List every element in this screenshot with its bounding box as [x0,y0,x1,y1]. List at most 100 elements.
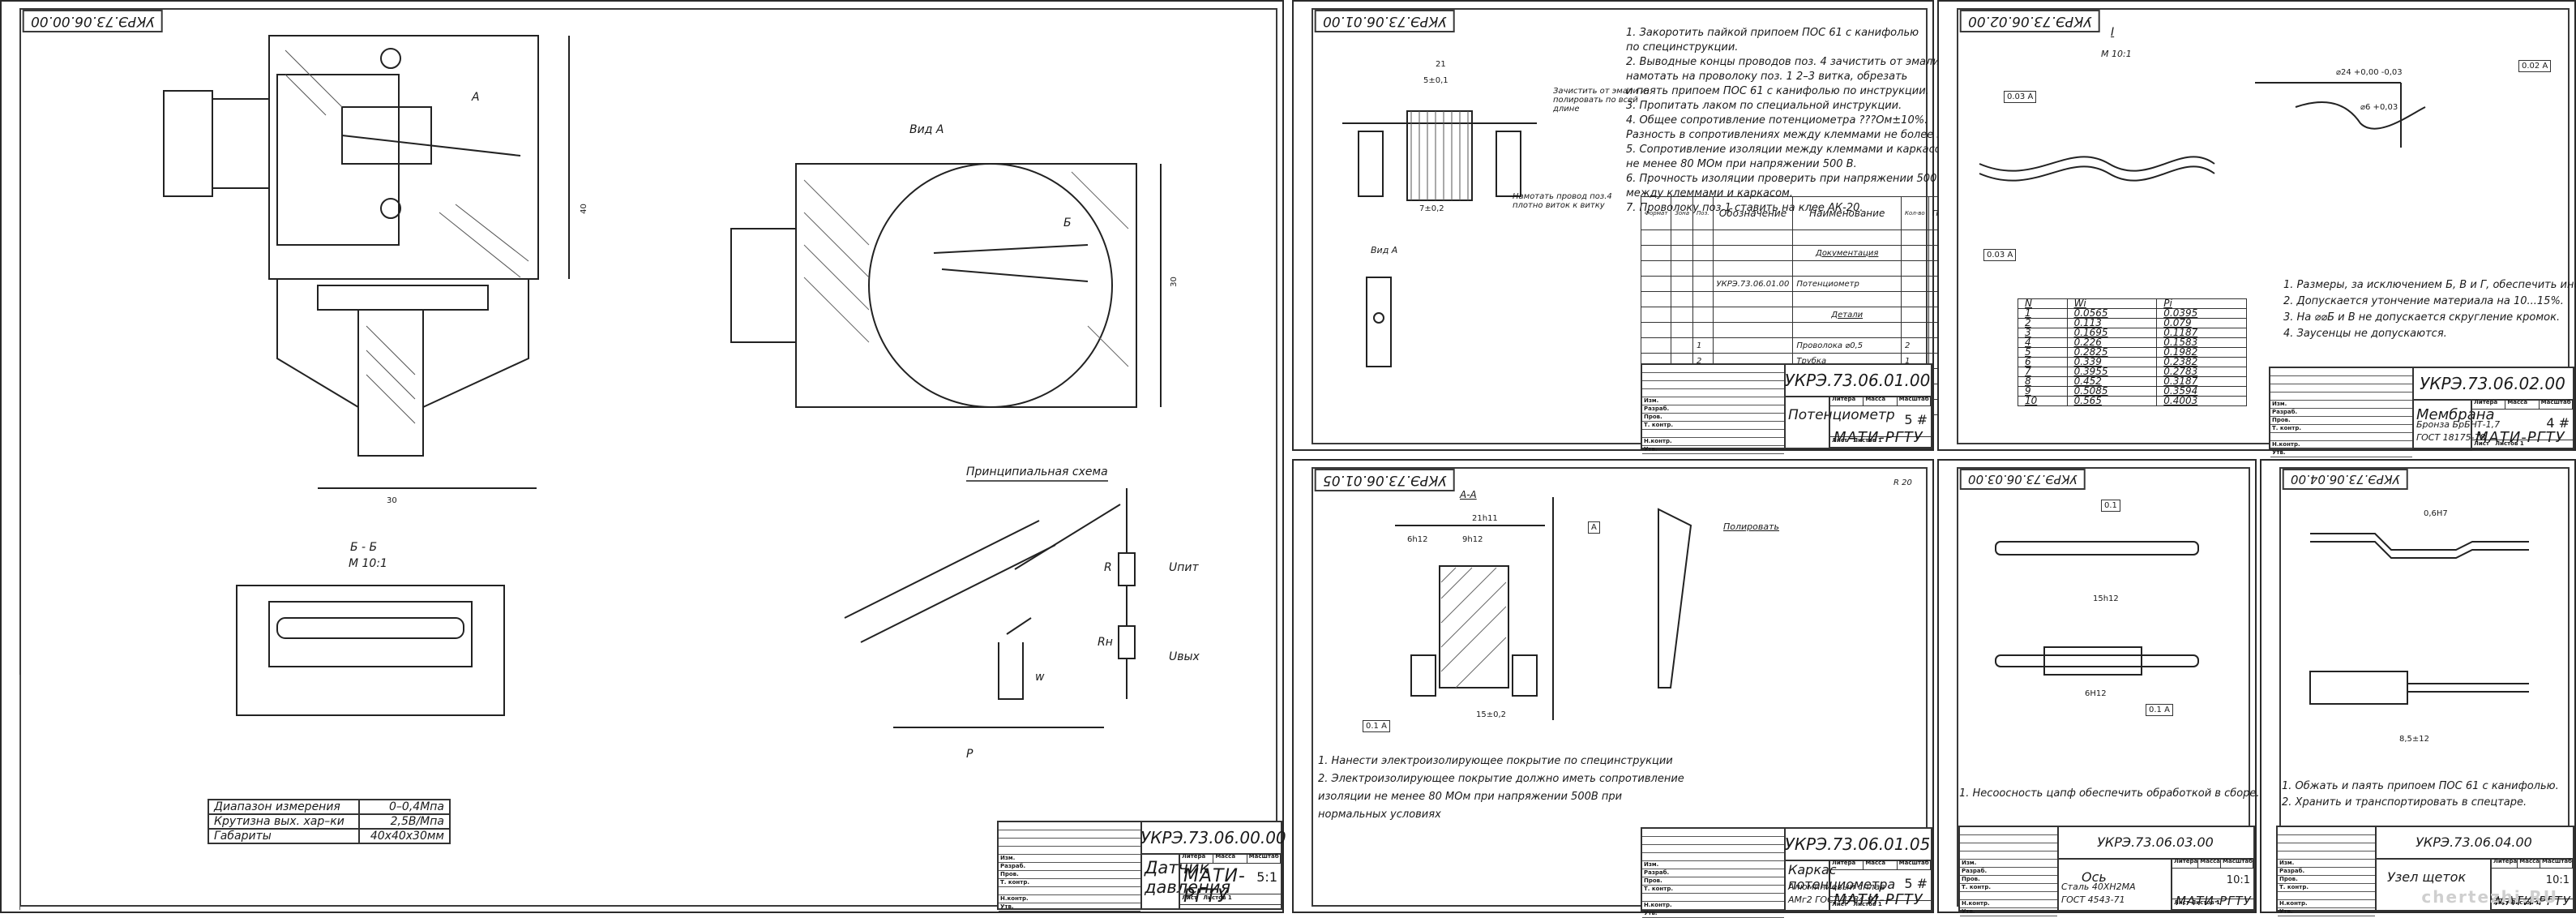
tolerance-frame-1: 0.03 A [2004,91,2037,103]
sheet-count: Лист Листов 1 [1180,894,1281,905]
view-a-body [795,163,1137,408]
title-block: Изм.Разраб.Пров.Т. контр.Н.контр.Утв. УК… [2276,826,2574,916]
view-a-label: Вид А [909,123,944,136]
section-scale-label: М 10:1 [349,557,387,570]
spec-row [1640,260,1971,277]
axle-drawing [1995,541,2199,676]
drawing-code: УКРЭ.73.06.03.00 [2057,827,2253,860]
drawing-code: УКРЭ.73.06.00.00 [1140,822,1286,855]
notes-block: 1. Размеры, за исключением Б, В и Г, обе… [2283,279,2576,340]
scale-value: 5 # [1904,876,1928,891]
dim-21: 21 [1436,60,1446,69]
material-spec: Сталь 40ХН2МА ГОСТ 4543-71 [2061,882,2136,905]
view-a-detail [1366,277,1392,367]
view-a-label: Вид А [1371,245,1398,255]
brush-unit-drawing [2309,533,2529,705]
drawing-code: УКРЭ.73.06.02.00 [2412,368,2573,401]
scheme-uvyh-label: Uвых [1169,650,1200,663]
membrane-detail [2295,101,2426,130]
title-block: Изм. Разраб. Пров. Т. контр. Н.контр. Ут… [997,821,1286,912]
drawing-code: УКРЭ.73.06.04.00 [2375,827,2573,860]
brush-side-view [2309,671,2408,705]
scheme-upit-label: Uпит [1169,561,1199,574]
frame-drawing [1395,497,1692,720]
membrane-profile [1979,156,2215,172]
drawing-title: Потенциометр [1788,407,1895,423]
frame-side-view [1658,508,1692,688]
dim-7-02: 7±0,2 [1419,204,1444,213]
dim-21h11: 21h11 [1472,514,1498,523]
b-mark-label: Б [1063,217,1072,230]
material-spec: Бронза БрБНТ-1,7 ГОСТ 18175-78 [2416,419,2501,443]
drawing-code: УКРЭ.73.06.01.05 [1784,829,1931,861]
housing-body [268,35,539,280]
scale-value: 5 # [1904,412,1928,427]
organization: МАТИ-РГТУ [1834,429,1923,446]
dim-15h12: 15h12 [2093,594,2119,603]
arrow-a-label: А [472,91,480,104]
note-1: 1. Несоосность цапф обеспечить обработко… [1959,787,2260,800]
sheet-frame [1312,467,1928,907]
sheet-frame [19,8,1277,907]
title-block: Изм.Разраб.Пров.Т. контр.Н.контр.Утв. УК… [2269,367,2574,457]
sheet-potentiometer: УКРЭ.73.06.01.00 Вид А Зачистить от эмал… [1292,0,1971,454]
resistor-rn [1118,625,1136,659]
axle-side-view [1995,654,2199,667]
sheet-membrane: УКРЭ.73.06.02.00 I М 10:1 ⌀24 +0,00 -0,0… [1937,0,2576,457]
organization: МАТИ-РГТУ [1183,866,1246,907]
winding-body [1406,110,1473,201]
dim-0-6h7: 0,6H7 [2424,509,2448,518]
section-bb-profile [236,585,505,716]
spec-row: Детали [1640,307,1971,323]
tolerance-frame: 0.1 A [1363,720,1390,732]
scheme-title: Принципиальная схема [966,465,1108,482]
height-dim: 40 [579,204,588,214]
frame-section [1439,565,1509,688]
scheme-w-label: w [1035,671,1045,684]
membrane-drawing [1979,82,2426,182]
drawing-code: УКРЭ.73.06.01.00 [1784,365,1931,397]
section-bb-label: Б - Б [350,541,378,554]
section-label: А-А [1460,489,1477,500]
drawing-title: Ось [2082,869,2107,885]
scale-value: 5:1 [1256,869,1277,885]
material-spec: Алюминиевый сплав АМг2 ГОСТ 4784-97 [1788,882,1885,905]
polish-label: Полировать [1723,521,1780,532]
sheet-assembly: УКРЭ.73.06.00.00 [0,0,1286,913]
sheet-brush-unit: УКРЭ.73.06.04.00 0,6H7 8,5±12 1. Обжать … [2260,459,2576,916]
sheet-frame-part: УКРЭ.73.06.01.05 А-А R 20 Полировать 21h… [1292,459,1934,918]
axle-top-view [1995,541,2199,556]
dim-d24: ⌀24 +0,00 -0,03 [2336,68,2403,77]
connector-nut [163,90,213,197]
resistor-r [1118,552,1136,586]
spec-row [1640,322,1971,338]
notes-block: 1. Нанести электроизолирующее покрытие п… [1318,755,1684,821]
title-block: Изм.Разраб.Пров.Т. контр.Н.контр.Утв. УК… [1958,826,2255,916]
assembly-drawing [163,35,1162,728]
scale-value: 4 # [2546,415,2570,431]
scale-value: 10:1 [2226,874,2250,886]
scale-value: 10:1 [2545,874,2570,886]
roughness-label: R 20 [1893,478,1912,487]
tolerance-top: 0.1 [2101,500,2120,512]
drawing-title: Узел щеток [2387,869,2467,885]
organization: МАТИ-РГТУ [2176,894,2252,908]
scheme-rn-label: Rн [1098,636,1113,649]
detail-scale-label: М 10:1 [2101,49,2132,59]
notes-block: 1. Закоротить пайкой припоем ПОС 61 с ка… [1626,27,1966,214]
drawing-title: Мембрана [2416,406,2495,423]
title-block: Изм.Разраб.Пров.Т. контр.Н.контр.Утв. УК… [1641,827,1932,918]
watermark: chertezhi.RU [2421,887,2558,907]
datum-a: A [1588,521,1600,534]
spec-row [1640,291,1971,307]
spec-row [1640,230,1971,246]
